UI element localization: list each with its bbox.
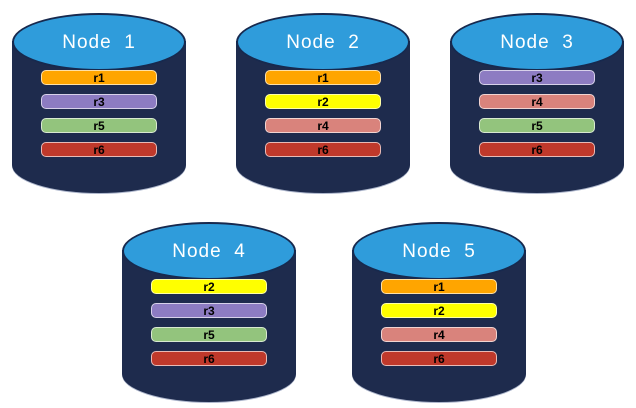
node-cylinder-5: Node 5 r1 r2 r4 r6 (352, 222, 526, 404)
replica-list: r2 r3 r5 r6 (151, 279, 267, 366)
replica-bar-r1: r1 (41, 70, 157, 85)
replica-list: r1 r3 r5 r6 (41, 70, 157, 157)
replica-bar-r6: r6 (151, 351, 267, 366)
replica-bar-r4: r4 (479, 94, 595, 109)
cylinder-top-ellipse: Node 4 (122, 222, 296, 280)
cylinder-top-ellipse: Node 1 (12, 13, 186, 71)
replica-bar-r3: r3 (479, 70, 595, 85)
node-title: Node 2 (286, 31, 360, 53)
replica-bar-r4: r4 (265, 118, 381, 133)
replica-bar-r3: r3 (151, 303, 267, 318)
cylinder-top-ellipse: Node 5 (352, 222, 526, 280)
node-title: Node 1 (62, 31, 136, 53)
replica-bar-r2: r2 (151, 279, 267, 294)
replica-bar-r6: r6 (265, 142, 381, 157)
replica-bar-r6: r6 (41, 142, 157, 157)
replica-bar-r1: r1 (381, 279, 497, 294)
node-cylinder-3: Node 3 r3 r4 r5 r6 (450, 13, 624, 195)
node-title: Node 3 (500, 31, 574, 53)
replica-bar-r5: r5 (151, 327, 267, 342)
node-title: Node 4 (172, 240, 246, 262)
replica-bar-r2: r2 (265, 94, 381, 109)
cylinder-top-ellipse: Node 2 (236, 13, 410, 71)
replica-bar-r6: r6 (479, 142, 595, 157)
node-cylinder-2: Node 2 r1 r2 r4 r6 (236, 13, 410, 195)
cylinder-top-ellipse: Node 3 (450, 13, 624, 71)
replica-bar-r1: r1 (265, 70, 381, 85)
node-cylinder-4: Node 4 r2 r3 r5 r6 (122, 222, 296, 404)
replica-bar-r5: r5 (41, 118, 157, 133)
replica-bar-r3: r3 (41, 94, 157, 109)
node-title: Node 5 (402, 240, 476, 262)
node-cylinder-1: Node 1 r1 r3 r5 r6 (12, 13, 186, 195)
replica-list: r1 r2 r4 r6 (265, 70, 381, 157)
replica-bar-r5: r5 (479, 118, 595, 133)
replica-bar-r6: r6 (381, 351, 497, 366)
replica-bar-r2: r2 (381, 303, 497, 318)
replica-list: r3 r4 r5 r6 (479, 70, 595, 157)
replica-list: r1 r2 r4 r6 (381, 279, 497, 366)
replica-bar-r4: r4 (381, 327, 497, 342)
